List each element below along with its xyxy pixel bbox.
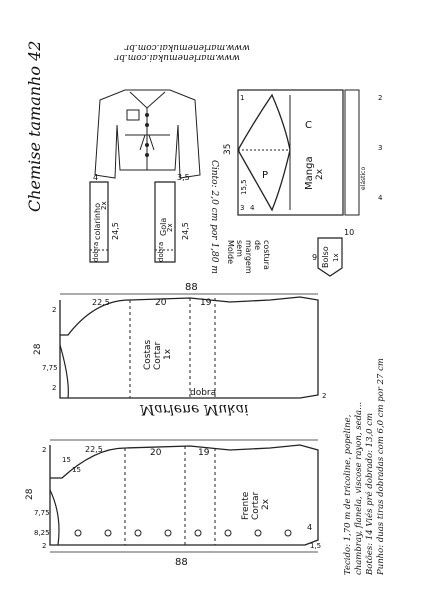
collar-piece: Gola 2x dobra 24,5 3,5 (154, 173, 190, 263)
back-total: 88 (185, 282, 198, 293)
sleeve-piece: Manga 2x C P 35 15,5 1 2 3 4 3 4 elástic… (223, 89, 383, 216)
front-dim-15b: 15 (72, 466, 81, 474)
website-text-2: www.marlenemukai.com.br (114, 52, 240, 62)
back-neck: 7,75 (42, 364, 58, 372)
collar-stand-piece: colarinho 2x dobra 24,5 4 (89, 173, 120, 263)
note-line-3: margem (244, 240, 253, 274)
belt-text: Cinto: 2,0 cm por 1,80 m (209, 160, 219, 274)
sleeve-label-p: P (262, 170, 268, 181)
front-neck: 7,75 (34, 509, 50, 517)
sleeve-dim-4: 4 (378, 194, 383, 202)
back-count: 1x (163, 348, 173, 360)
front-hip: 19 (198, 448, 210, 458)
front-cut: Cortar (251, 491, 261, 520)
front-width: 28 (25, 488, 35, 500)
sleeve-dim-3: 3 (378, 144, 382, 152)
pocket-title: Bolso (321, 246, 330, 268)
sleeve-dim-height: 15,5 (240, 179, 248, 195)
front-buttons (74, 529, 292, 537)
back-waist: 20 (155, 298, 167, 308)
front-title: Frente (241, 491, 251, 520)
sleeve-title: Manga (304, 156, 315, 190)
front-waist: 20 (150, 448, 162, 458)
front-dim-2b: 2 (42, 542, 46, 550)
back-piece: Costas Cortar 1x dobra 88 20 19 22,5 28 … (33, 282, 326, 400)
collar-stand-length: 24,5 (111, 222, 120, 240)
website-text-1: www.marlenemukai.com.br (124, 42, 250, 52)
front-total: 88 (175, 557, 188, 568)
front-shoulder: 22,5 (85, 445, 103, 454)
front-dim-2a: 2 (42, 446, 46, 454)
sleeve-label-c: C (305, 120, 312, 131)
note-line-5: costura (262, 240, 271, 270)
pocket-count: 1x (332, 253, 340, 262)
sleeve-dim-4b: 4 (250, 204, 255, 212)
collar-stand-count: 2x (100, 201, 108, 210)
materials-text: Tecido: 1,70 m de tricoline, popeline, c… (343, 358, 386, 576)
materials-line-1: Tecido: 1,70 m de tricoline, popeline, (343, 414, 353, 575)
note-line-1: Molde (226, 240, 235, 264)
back-cut: Cortar (153, 341, 163, 370)
sleeve-dim-3b: 3 (240, 204, 244, 212)
front-piece: Frente Cortar 2x 88 20 19 22,5 28 7,75 4… (25, 439, 321, 568)
materials-line-3: Botões: 14 Viés pré dobrado: 13,0 cm (364, 413, 375, 576)
materials-line-4: Punho: duas tiras dobradas com 6,0 cm po… (376, 358, 386, 576)
pattern-title: Chemise tamanho 42 (25, 41, 44, 212)
sleeve-count: 2x (315, 168, 325, 180)
shirt-illustration (94, 89, 201, 179)
back-dim-2c: 2 (322, 392, 326, 400)
collar-stand-fold: dobra (92, 242, 100, 262)
collar-count: 2x (166, 223, 174, 232)
back-title: Costas (143, 339, 153, 370)
collar-fold: dobra (157, 242, 165, 262)
front-hem: 4 (307, 523, 312, 532)
pocket-width: 9 (312, 253, 317, 262)
signature: Marlene Mukai (139, 401, 249, 417)
front-dim-8: 8,25 (34, 529, 50, 537)
seam-note: Molde sem margem de costura (226, 240, 271, 274)
sleeve-elastic-label: elástico (360, 167, 367, 190)
back-fold: dobra (190, 388, 216, 398)
back-shoulder: 22,5 (92, 298, 110, 307)
header: Chemise tamanho 42 www.marlenemukai.com.… (25, 41, 250, 212)
back-dim-2a: 2 (52, 306, 56, 314)
back-width: 28 (33, 343, 43, 355)
front-dim-15: 15 (62, 456, 71, 464)
sleeve-dim-2: 2 (378, 94, 382, 102)
sleeve-dim-1: 1 (240, 94, 244, 102)
pocket-height: 10 (344, 228, 354, 237)
collar-length: 24,5 (181, 222, 190, 240)
pocket-piece: Bolso 1x 9 10 (312, 228, 354, 277)
materials-line-2: chambray, flanela, viscose rayon, seda..… (354, 402, 364, 575)
collar-width: 3,5 (177, 173, 190, 182)
back-dim-2b: 2 (52, 384, 56, 392)
note-line-4: de (253, 240, 262, 250)
collar-stand-title: colarinho (93, 203, 102, 240)
front-count: 2x (261, 498, 271, 510)
collar-title: Gola (159, 218, 168, 236)
front-dim-1-5: 1,5 (310, 542, 321, 550)
back-hip: 19 (200, 298, 212, 308)
note-line-2: sem (235, 240, 244, 257)
sleeve-dim-top: 35 (223, 144, 233, 155)
collar-stand-width: 4 (93, 173, 98, 182)
